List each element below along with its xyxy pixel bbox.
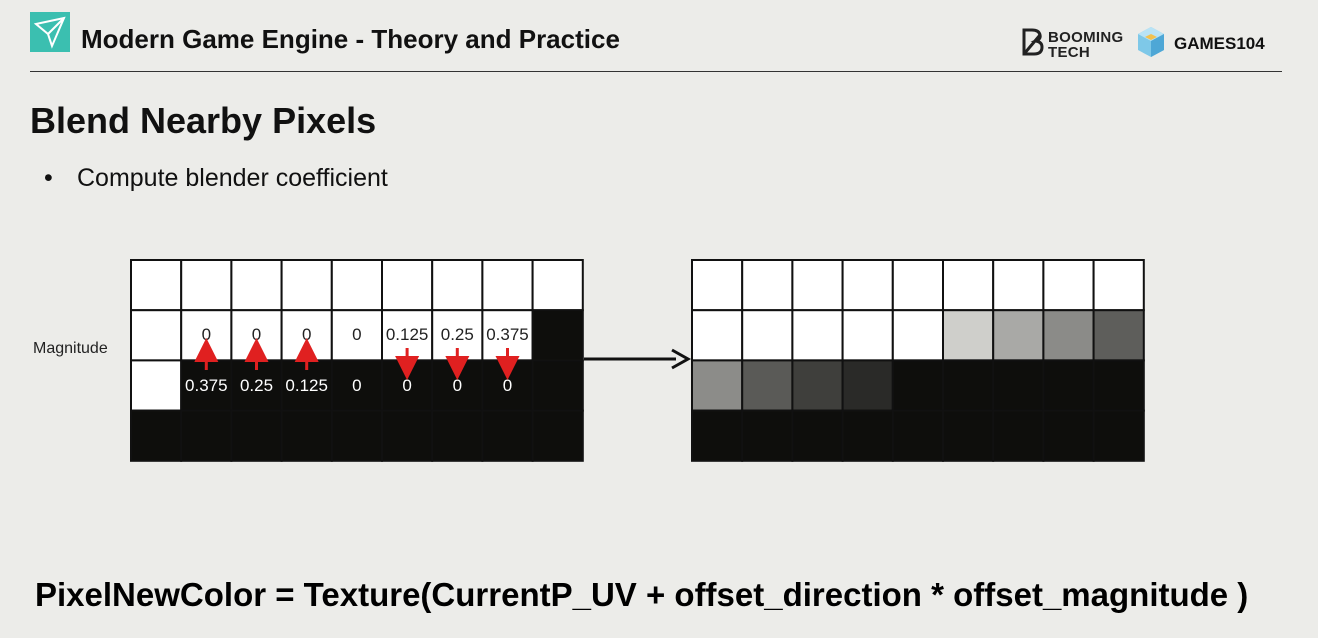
course-logo-icon bbox=[30, 12, 70, 52]
source-pixel bbox=[130, 409, 183, 462]
upper-magnitude-value: 0 bbox=[302, 325, 311, 344]
source-pixel bbox=[230, 409, 283, 462]
result-pixel bbox=[741, 309, 794, 362]
lower-magnitude-value: 0.25 bbox=[240, 376, 273, 395]
brand-games104-text: GAMES104 bbox=[1174, 34, 1265, 53]
result-pixel bbox=[741, 259, 794, 312]
lower-magnitude-value: 0.375 bbox=[185, 376, 228, 395]
booming-tech-logo: BOOMING TECH bbox=[1020, 28, 1123, 62]
result-pixel bbox=[1042, 309, 1095, 362]
result-pixel bbox=[791, 359, 844, 412]
lower-magnitude-value: 0 bbox=[402, 376, 411, 395]
result-pixel bbox=[791, 309, 844, 362]
upper-magnitude-value: 0 bbox=[202, 325, 211, 344]
lower-magnitude-value: 0 bbox=[453, 376, 462, 395]
source-pixel bbox=[180, 259, 233, 312]
upper-magnitude-value: 0.375 bbox=[486, 325, 529, 344]
source-pixel bbox=[130, 259, 183, 312]
result-pixel bbox=[1042, 259, 1095, 312]
formula-text: PixelNewColor = Texture(CurrentP_UV + of… bbox=[35, 576, 1249, 613]
source-pixel bbox=[280, 409, 333, 462]
result-pixel bbox=[691, 359, 744, 412]
result-pixel bbox=[741, 409, 794, 462]
result-pixel bbox=[741, 359, 794, 412]
slide-title: Blend Nearby Pixels bbox=[30, 100, 377, 141]
source-pixel bbox=[230, 259, 283, 312]
source-pixel bbox=[531, 259, 584, 312]
source-pixel bbox=[381, 259, 434, 312]
source-pixel bbox=[180, 409, 233, 462]
source-pixel bbox=[280, 259, 333, 312]
lower-magnitude-value: 0 bbox=[503, 376, 512, 395]
brand-booming-text: BOOMING bbox=[1048, 29, 1124, 46]
source-pixel bbox=[130, 309, 183, 362]
lower-magnitude-value: 0 bbox=[352, 376, 361, 395]
source-pixel bbox=[431, 409, 484, 462]
source-pixel bbox=[330, 309, 383, 362]
upper-magnitude-value: 0.25 bbox=[441, 325, 474, 344]
result-pixel bbox=[691, 309, 744, 362]
result-pixel bbox=[942, 259, 995, 312]
result-pixel bbox=[841, 359, 894, 412]
brand-tech-text: TECH bbox=[1048, 44, 1091, 61]
result-pixel bbox=[1042, 359, 1095, 412]
source-pixel bbox=[381, 409, 434, 462]
result-pixel bbox=[791, 259, 844, 312]
result-pixel bbox=[942, 359, 995, 412]
result-pixel bbox=[942, 309, 995, 362]
result-pixel bbox=[992, 309, 1045, 362]
header-divider bbox=[30, 71, 1282, 72]
source-pixel bbox=[130, 359, 183, 412]
games104-cube-icon bbox=[1136, 25, 1166, 64]
result-pixel bbox=[841, 409, 894, 462]
source-pixel bbox=[330, 259, 383, 312]
result-pixel bbox=[691, 259, 744, 312]
result-pixel bbox=[1042, 409, 1095, 462]
magnitude-row-label: Magnitude bbox=[33, 340, 108, 357]
magnitude-labels: 0 0 0 0 0.125 0.25 0.375 0.375 0.25 0.125 0 0 0 0 bbox=[185, 325, 529, 395]
result-pixel bbox=[841, 309, 894, 362]
upper-magnitude-value: 0 bbox=[352, 325, 361, 344]
source-pixel bbox=[531, 309, 584, 362]
result-pixel bbox=[891, 359, 944, 412]
source-pixel bbox=[431, 259, 484, 312]
transform-arrow bbox=[584, 348, 692, 370]
course-title: Modern Game Engine - Theory and Practice bbox=[81, 24, 620, 54]
result-pixel bbox=[841, 259, 894, 312]
lower-magnitude-value: 0.125 bbox=[285, 376, 328, 395]
result-pixel bbox=[1092, 409, 1145, 462]
games104-logo: GAMES104 bbox=[1136, 25, 1265, 64]
result-pixel bbox=[1092, 309, 1145, 362]
result-pixel bbox=[942, 409, 995, 462]
result-pixel bbox=[891, 309, 944, 362]
upper-magnitude-value: 0.125 bbox=[386, 325, 429, 344]
source-pixel bbox=[481, 409, 534, 462]
source-pixel-grid bbox=[130, 259, 584, 462]
upper-magnitude-value: 0 bbox=[252, 325, 261, 344]
source-pixel bbox=[481, 259, 534, 312]
result-pixel bbox=[992, 409, 1045, 462]
result-pixel bbox=[891, 409, 944, 462]
booming-tech-mark-icon bbox=[1020, 27, 1046, 63]
result-pixel bbox=[691, 409, 744, 462]
result-pixel bbox=[891, 259, 944, 312]
source-pixel bbox=[330, 359, 383, 412]
source-pixel bbox=[330, 409, 383, 462]
bullet-text: Compute blender coefficient bbox=[77, 164, 388, 192]
source-pixel bbox=[531, 409, 584, 462]
result-pixel bbox=[791, 409, 844, 462]
bullet-marker: • bbox=[44, 164, 53, 192]
result-pixel bbox=[992, 359, 1045, 412]
bullet-item: • Compute blender coefficient bbox=[44, 164, 388, 193]
result-pixel-grid bbox=[691, 259, 1145, 462]
result-pixel bbox=[1092, 259, 1145, 312]
result-pixel bbox=[1092, 359, 1145, 412]
source-pixel bbox=[531, 359, 584, 412]
result-pixel bbox=[992, 259, 1045, 312]
